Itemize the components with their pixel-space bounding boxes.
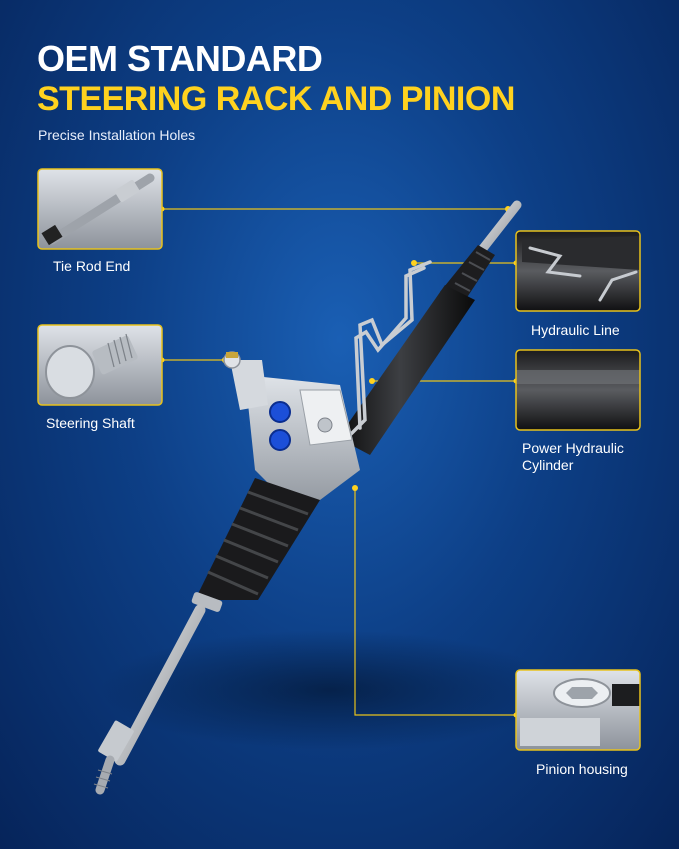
- lower-tie-rod-end: [93, 720, 134, 795]
- hydraulic-lines: [343, 260, 432, 442]
- thumbnail-frames: [37, 168, 641, 751]
- leader-lines: [162, 208, 516, 716]
- power-cylinder-tube: [338, 285, 475, 455]
- lower-boot: [191, 478, 320, 612]
- tie-rod-end-photo: [38, 169, 162, 249]
- pinion-housing-photo: [516, 670, 640, 750]
- pinion-housing-label: Pinion housing: [536, 761, 628, 777]
- valve-housing: [223, 351, 360, 515]
- steering-shaft-label: Steering Shaft: [46, 415, 135, 431]
- steering-shaft-photo: [38, 325, 162, 405]
- power-cylinder-photo: [516, 350, 640, 430]
- power-cylinder-label: Power Hydraulic Cylinder: [522, 440, 624, 473]
- tie-rod-end-label: Tie Rod End: [53, 258, 131, 274]
- subtitle: Precise Installation Holes: [38, 127, 196, 143]
- lower-tie-rod: [114, 604, 206, 766]
- drop-shadow: [100, 630, 560, 750]
- headline-line-2: STEERING RACK AND PINION: [37, 80, 515, 118]
- hydraulic-line-label: Hydraulic Line: [531, 322, 620, 338]
- hydraulic-line-photo: [516, 231, 640, 311]
- headline-line-1: OEM STANDARD: [37, 38, 323, 79]
